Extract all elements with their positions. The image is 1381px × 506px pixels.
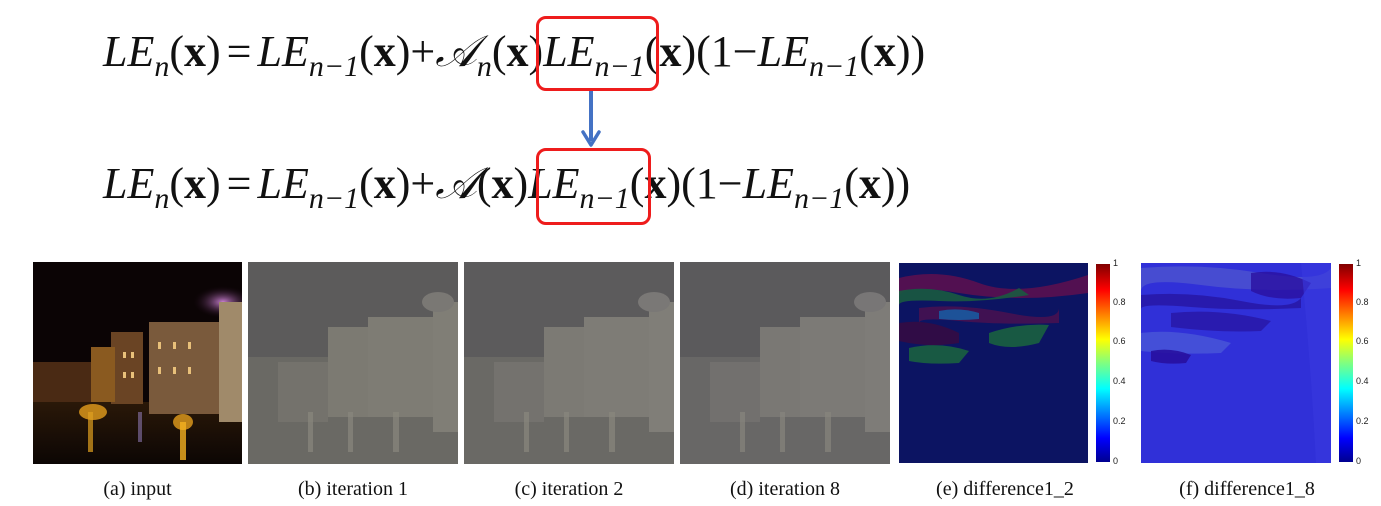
colorbar-f-tick: 0.4 [1356, 376, 1369, 386]
highlight-box-bottom [536, 148, 651, 225]
eq1-term1-sub: n−1 [308, 50, 360, 83]
eq2-term3: LE [742, 159, 794, 208]
eq2-plus: + [410, 159, 436, 208]
eq2-arg: x [491, 159, 514, 208]
colorbar-e-tick: 0 [1113, 456, 1119, 466]
eq1-lhs: LE [103, 27, 155, 76]
light-map-iteration-8 [680, 262, 890, 464]
light-map-iteration-2 [464, 262, 674, 464]
colorbar-f-tick: 1 [1356, 258, 1362, 268]
difference-1-2-heatmap [899, 263, 1088, 463]
eq2-one: 1 [695, 159, 718, 208]
colorbar-f-tick: 0.6 [1356, 336, 1369, 346]
eq2-lhs: LE [103, 159, 155, 208]
eq1-arg: x [184, 27, 207, 76]
eq2-arg: x [184, 159, 207, 208]
eq2-minus: − [717, 159, 743, 208]
colorbar-e-tick: 0.8 [1113, 297, 1126, 307]
eq1-curve-param-sub: n [476, 50, 492, 83]
light-map-iteration-1 [248, 262, 458, 464]
colorbar-e-tick: 1 [1113, 258, 1119, 268]
eq2-arg: x [373, 159, 396, 208]
eq1-arg: x [506, 27, 529, 76]
eq2-arg: x [858, 159, 881, 208]
caption-iteration-1: (b) iteration 1 [298, 478, 408, 500]
eq2-term2-sub: n−1 [579, 182, 630, 215]
eq1-arg: x [873, 27, 896, 76]
equation-simplified: LEn(x)=LEn−1(x)+𝒜(x)LEn−1(x)(1−LEn−1(x)) [103, 158, 911, 215]
eq1-one: 1 [710, 27, 733, 76]
caption-difference-1-2: (e) difference1_2 [936, 478, 1074, 500]
eq2-term3-sub: n−1 [793, 182, 845, 215]
panel-difference-1-8-heatmap [1141, 263, 1331, 463]
eq1-term2: LE [543, 27, 595, 76]
eq1-minus: − [732, 27, 758, 76]
eq1-arg: x [659, 27, 682, 76]
difference-1-8-heatmap [1141, 263, 1331, 463]
eq1-term3-sub: n−1 [808, 50, 860, 83]
down-arrow-shaft [589, 91, 593, 141]
caption-iteration-8: (d) iteration 8 [730, 478, 840, 500]
colorbar-f-tick: 0.8 [1356, 297, 1369, 307]
eq2-lhs-sub: n [154, 182, 170, 215]
panel-iteration-8-image [680, 262, 890, 464]
caption-input: (a) input [103, 478, 172, 500]
eq1-term3: LE [757, 27, 809, 76]
eq1-curve-param: 𝒜 [435, 26, 477, 77]
colorbar-f-tick: 0.2 [1356, 416, 1369, 426]
eq1-term2-sub: n−1 [594, 50, 645, 83]
panel-difference-1-2-heatmap [899, 263, 1088, 463]
eq1-lhs-sub: n [154, 50, 170, 83]
eq1-term1: LE [257, 27, 309, 76]
highlight-box-top [536, 16, 659, 91]
night-venice-image [33, 262, 242, 464]
eq1-arg: x [373, 27, 396, 76]
panel-input-image [33, 262, 242, 464]
down-arrow-icon [581, 130, 601, 147]
eq2-equals: = [226, 159, 252, 208]
caption-difference-1-8: (f) difference1_8 [1179, 478, 1315, 500]
panel-iteration-2-image [464, 262, 674, 464]
eq2-curve-param: 𝒜 [435, 158, 477, 209]
eq2-term1-sub: n−1 [308, 182, 360, 215]
panel-iteration-1-image [248, 262, 458, 464]
equation-original: LEn(x)=LEn−1(x)+𝒜n(x)LEn−1(x)(1−LEn−1(x)… [103, 26, 926, 83]
eq1-equals: = [226, 27, 252, 76]
colorbar-e-tick: 0.4 [1113, 376, 1126, 386]
colorbar-e-tick: 0.2 [1113, 416, 1126, 426]
colorbar-f-tick: 0 [1356, 456, 1362, 466]
caption-iteration-2: (c) iteration 2 [514, 478, 624, 500]
colorbar-f [1339, 264, 1353, 462]
colorbar-e [1096, 264, 1110, 462]
colorbar-e-tick: 0.6 [1113, 336, 1126, 346]
eq2-term1: LE [257, 159, 309, 208]
eq1-plus: + [410, 27, 436, 76]
